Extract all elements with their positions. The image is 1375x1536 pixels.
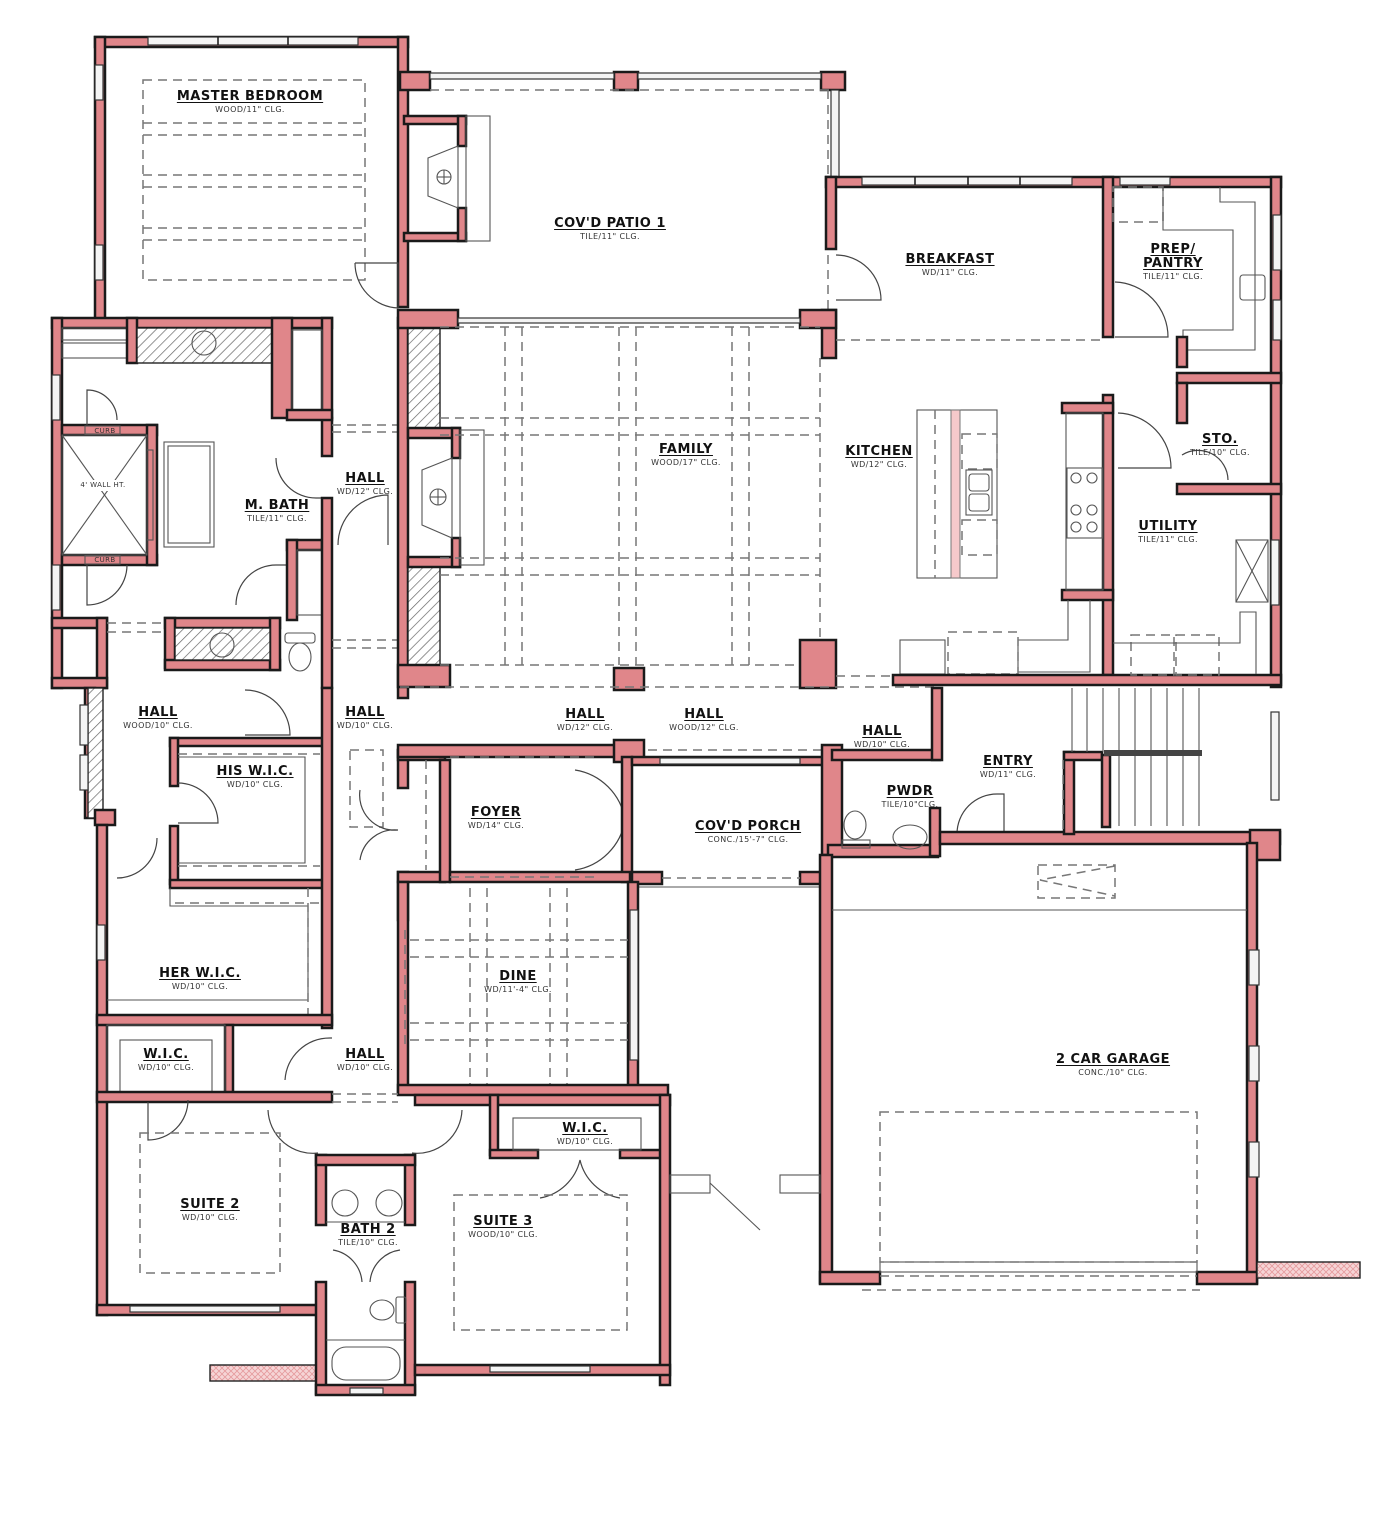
curb-label-top: CURB — [94, 427, 116, 435]
toilet-icon — [369, 1296, 407, 1324]
room-label-entry: ENTRY WD/11" CLG. — [979, 754, 1037, 780]
garage — [818, 841, 1361, 1291]
room-label-his-wic: HIS W.I.C. WD/10" CLG. — [216, 764, 294, 790]
room-label-wic-suite2: W.I.C. WD/10" CLG. — [137, 1047, 195, 1073]
room-label-family: FAMILY WOOD/17" CLG. — [651, 442, 721, 468]
room-label-master-bedroom: MASTER BEDROOM WOOD/11" CLG. — [176, 89, 324, 115]
double-door-swing-icon — [574, 769, 626, 871]
bathtub-icon — [331, 1346, 401, 1381]
room-label-hall-west: HALL WOOD/10" CLG. — [123, 705, 193, 731]
pwdr-entry-stairs — [826, 686, 1282, 862]
covd-patio-walls — [398, 70, 847, 320]
room-label-suite3: SUITE 3 WOOD/10" CLG. — [468, 1214, 538, 1240]
cooktop-icon — [1066, 467, 1103, 539]
shower-wall-height-label: 4' WALL HT. — [80, 480, 126, 491]
room-label-hall-center-right: HALL WOOD/12" CLG. — [669, 707, 739, 733]
sink-icon — [892, 824, 928, 850]
kitchen — [836, 401, 1283, 687]
toilet-icon — [284, 632, 316, 672]
master-bath-walls — [50, 316, 334, 690]
room-label-garage: 2 CAR GARAGE CONC./10" CLG. — [1055, 1052, 1171, 1078]
room-label-kitchen: KITCHEN WD/12" CLG. — [845, 444, 913, 470]
room-label-dine: DINE WD/11'-4" CLG. — [484, 969, 552, 995]
door-swing-icon — [354, 262, 399, 309]
room-label-breakfast: BREAKFAST WD/11" CLG. — [905, 252, 995, 278]
room-label-foyer: FOYER WD/14" CLG. — [467, 805, 525, 831]
room-label-m-bath: M. BATH TILE/11" CLG. — [244, 498, 310, 524]
utility-sto — [1113, 412, 1280, 676]
fireplace-icon — [427, 145, 459, 209]
family-room — [396, 308, 940, 751]
master-bedroom-walls — [93, 35, 410, 322]
dine — [396, 880, 670, 1097]
hall-center-walls — [332, 316, 485, 700]
room-label-her-wic: HER W.I.C. WD/10" CLG. — [159, 966, 241, 992]
toilet-icon — [841, 810, 871, 849]
sink-icon — [965, 469, 993, 516]
room-label-utility: UTILITY TILE/11" CLG. — [1138, 519, 1198, 545]
stair-icon — [1071, 688, 1202, 826]
curb-label-bottom: CURB — [94, 556, 116, 564]
room-label-covd-patio: COV'D PATIO 1 TILE/11" CLG. — [554, 216, 666, 242]
fireplace-icon — [421, 457, 453, 539]
room-label-sto: STO. TILE/10" CLG. — [1190, 432, 1250, 458]
room-label-hall-south: HALL WD/10" CLG. — [336, 1047, 394, 1073]
room-label-covd-porch: COV'D PORCH CONC./15'-7" CLG. — [694, 819, 802, 845]
south-wing — [95, 1023, 821, 1397]
room-label-wic-suite3: W.I.C. WD/10" CLG. — [556, 1121, 614, 1147]
room-label-bath2: BATH 2 TILE/10" CLG. — [338, 1222, 398, 1248]
room-label-hall-center: HALL WD/12" CLG. — [556, 707, 614, 733]
room-label-prep-pantry: PREP/ PANTRY TILE/11" CLG. — [1143, 242, 1203, 282]
room-label-hall-mbath: HALL WD/12" CLG. — [336, 471, 394, 497]
room-label-pwdr: PWDR TILE/10"CLG. — [881, 784, 939, 810]
room-label-hall-center-left: HALL WD/10" CLG. — [336, 705, 394, 731]
room-label-hall-east: HALL WD/10" CLG. — [853, 724, 911, 750]
room-label-suite2: SUITE 2 WD/10" CLG. — [180, 1197, 240, 1223]
